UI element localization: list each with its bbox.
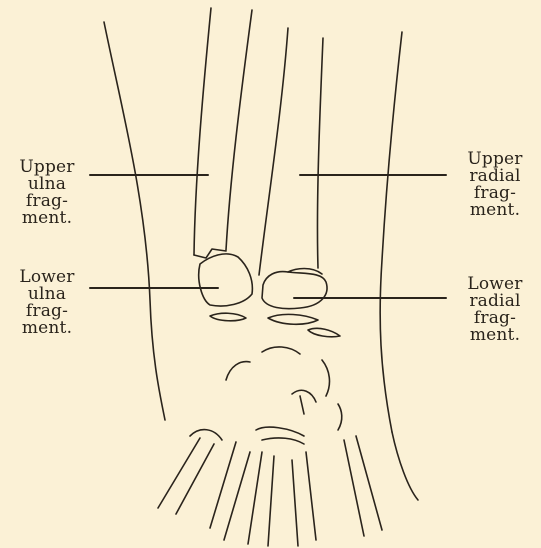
label-line: ment. xyxy=(452,327,538,344)
label-line: ment. xyxy=(4,210,90,227)
carpal-arc-3 xyxy=(322,360,329,396)
ulna-shaft-left-edge xyxy=(194,8,211,255)
radius-shaft-right-edge xyxy=(317,38,323,268)
carpal-piece-1 xyxy=(210,313,246,321)
metacarpal-3b xyxy=(268,456,274,546)
carpal-arc-5 xyxy=(300,396,304,414)
ulna-lower-fragment xyxy=(199,254,253,306)
metacarpal-1a xyxy=(158,438,200,508)
carpal-arc-1 xyxy=(262,347,300,354)
label-upper-radial-fragment: Upper radial frag- ment. xyxy=(452,151,538,219)
radius-shaft-left-edge xyxy=(259,28,288,275)
label-lower-radial-fragment: Lower radial frag- ment. xyxy=(452,276,538,344)
radial-lower-fragment xyxy=(262,272,327,309)
label-upper-ulna-fragment: Upper ulna frag- ment. xyxy=(4,159,90,227)
forearm-outline-right xyxy=(380,32,402,432)
carpal-arc-4 xyxy=(292,390,316,402)
metacarpal-4a xyxy=(292,460,298,546)
metacarpal-base xyxy=(256,427,304,436)
carpal-arc-2 xyxy=(226,362,250,380)
carpal-piece-2 xyxy=(268,314,318,324)
carpal-piece-3 xyxy=(308,328,340,336)
label-line: ment. xyxy=(452,202,538,219)
label-lower-ulna-fragment: Lower ulna frag- ment. xyxy=(4,269,90,337)
ulna-shaft-right-edge xyxy=(226,10,252,250)
metacarpal-3a xyxy=(248,452,262,544)
metacarpal-4b xyxy=(306,452,316,540)
thumb-line xyxy=(392,432,418,500)
metacarpal-1b xyxy=(176,444,214,514)
metacarpal-base-2 xyxy=(262,438,304,444)
carpal-arc-6 xyxy=(338,404,342,430)
forearm-outline-left xyxy=(104,22,165,420)
metacarpal-2b xyxy=(224,452,250,540)
label-line: ment. xyxy=(4,320,90,337)
metacarpal-stub xyxy=(190,430,222,440)
